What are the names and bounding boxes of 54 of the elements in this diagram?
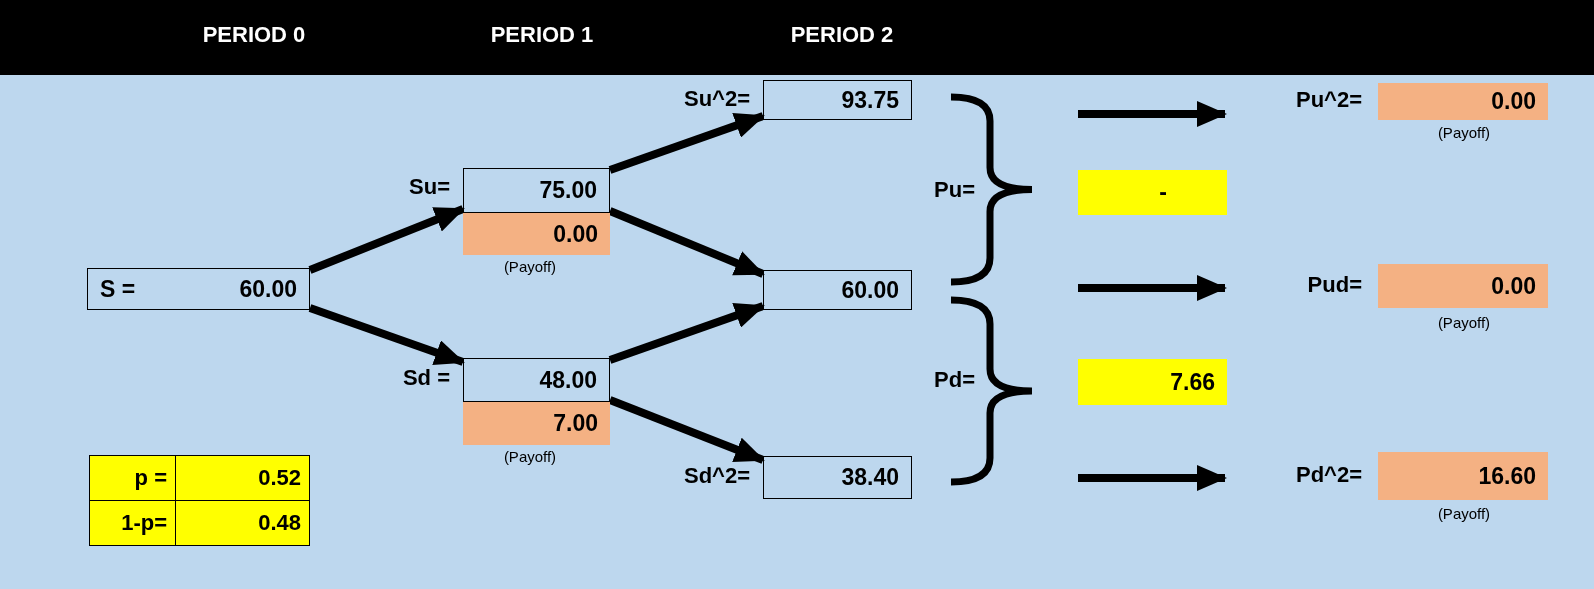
value-text: 16.60 [1478,462,1536,490]
payoff-caption: (Payoff) [1436,505,1492,522]
value-box [463,358,610,402]
probability-value: 0.48 [175,500,310,546]
variable-label: Pu= [933,177,975,204]
value-text: 60.00 [239,275,297,303]
arrow [608,112,765,174]
payoff-box [463,402,610,445]
payoff-caption: (Payoff) [1436,314,1492,331]
variable-label: Pud= [1306,272,1362,298]
arrow [308,304,465,366]
variable-label: Su= [408,174,450,200]
variable-label: Su^2= [682,86,750,112]
arrow [608,302,765,364]
arrow [308,205,465,274]
value-text: 0.00 [1491,88,1536,115]
value-text: 0.00 [553,220,598,248]
payoff-box [1378,264,1548,308]
payoff-caption: (Payoff) [502,258,558,275]
value-box [763,270,912,310]
value-text: 7.66 [1170,368,1215,396]
arrow [608,396,765,464]
period-heading: PERIOD 0 [201,22,307,49]
variable-label: S = [100,275,136,303]
value-box [463,168,610,213]
arrow [608,207,765,278]
value-text: 75.00 [539,177,597,204]
value-text: 38.40 [841,464,899,491]
variable-label: Sd = [401,365,450,391]
option-value-box [1078,359,1227,405]
value-text: 93.75 [841,86,899,114]
probability-value: 0.52 [175,455,310,501]
value-text: 60.00 [841,276,899,304]
variable-label: Pu^2= [1294,87,1362,113]
payoff-caption: (Payoff) [502,448,558,465]
value-text: - [1159,179,1167,206]
period-heading: PERIOD 1 [489,22,595,49]
value-box [763,80,912,120]
variable-label: Sd^2= [682,463,750,489]
payoff-caption: (Payoff) [1436,124,1492,141]
payoff-box [463,213,610,255]
variable-label: Pd^2= [1294,462,1362,488]
payoff-box [1378,83,1548,120]
value-box [763,456,912,499]
value-box [87,268,310,310]
value-text: 48.00 [539,366,597,394]
value-text: 7.00 [553,410,598,437]
payoff-box [1378,452,1548,500]
value-text: 0.00 [1491,272,1536,300]
variable-label: Pd= [933,367,975,394]
probability-label: 1-p= [89,500,176,546]
probability-label: p = [89,455,176,501]
period-heading: PERIOD 2 [789,22,895,49]
option-value-box [1078,170,1227,215]
